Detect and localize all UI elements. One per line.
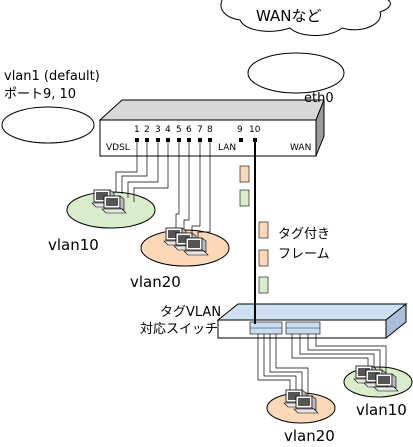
router-port-6: 6: [186, 125, 192, 135]
router-cables: [115, 142, 211, 242]
vlan1-label-line1: vlan1 (default): [4, 69, 100, 84]
router-port-10: 10: [249, 125, 261, 135]
router-port-1: 1: [134, 125, 140, 135]
router-port-7: 7: [197, 125, 203, 135]
eth0-label: eth0: [304, 91, 334, 106]
router-lan-label: LAN: [218, 143, 237, 153]
eth0-ellipse: [247, 52, 345, 94]
wan-cloud: [220, 0, 391, 36]
router-vdsl-label: VDSL: [106, 143, 130, 153]
router-port-4: 4: [165, 125, 171, 135]
router-port-5: 5: [176, 125, 182, 135]
switch-cables: [257, 334, 387, 404]
router-port-dots: [135, 138, 257, 142]
tagged-frame-line2: フレーム: [278, 247, 330, 262]
vlan10-bottom-label: vlan10: [356, 401, 407, 419]
vlan1-label-line2: ポート9, 10: [4, 87, 77, 102]
vdsl-router: [98, 99, 325, 157]
router-port-3: 3: [155, 125, 161, 135]
vlan10-top-label: vlan10: [48, 236, 99, 254]
vlan-switch: [216, 302, 408, 340]
frame-boxes: [239, 165, 269, 294]
vlan20-top-label: vlan20: [130, 273, 181, 291]
vlan20-bottom-label: vlan20: [284, 427, 335, 445]
router-port-2: 2: [144, 125, 150, 135]
router-port-8: 8: [207, 125, 213, 135]
switch-label-line1: タグVLAN: [160, 305, 222, 320]
router-wan-label: WAN: [290, 143, 312, 153]
wan-cloud-label: WANなど: [256, 7, 322, 25]
switch-label-line2: 対応スイッチ: [140, 322, 219, 337]
router-port-9: 9: [237, 125, 243, 135]
vlan1-ellipse: [1, 106, 95, 144]
tagged-frame-line1: タグ付き: [278, 227, 331, 242]
